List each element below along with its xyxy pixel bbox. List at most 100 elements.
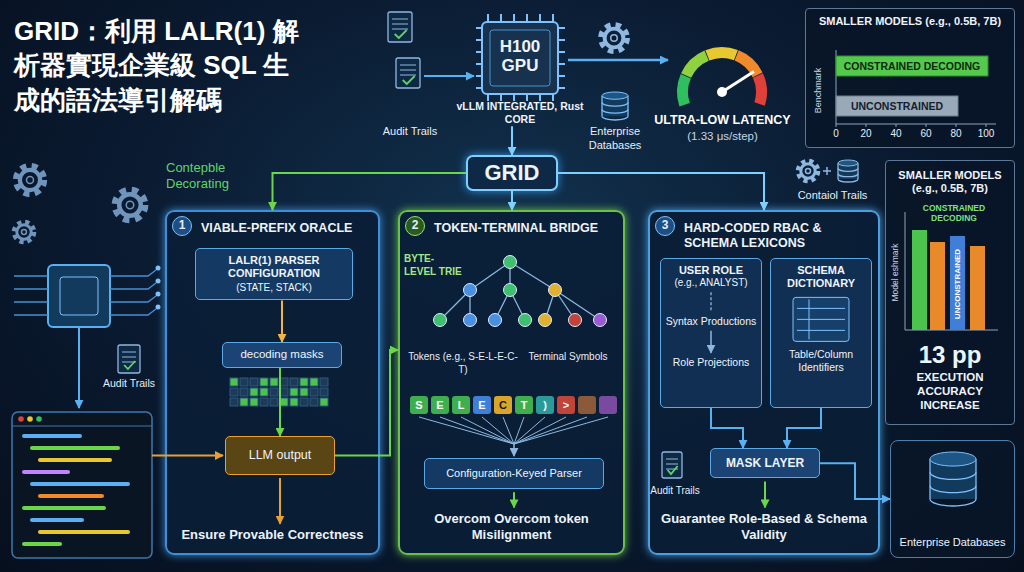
terminal-chip: >	[557, 396, 575, 414]
trie-node	[594, 314, 607, 327]
chip-pin	[476, 39, 482, 41]
chip-pin	[539, 94, 541, 101]
terminal-chip	[599, 396, 617, 414]
chip-pin	[487, 94, 489, 101]
code-line	[30, 482, 130, 486]
node-text: EXECUTION ACCURACY INCREASE	[890, 371, 1010, 412]
database-band	[838, 168, 858, 171]
chip-pin	[500, 14, 502, 22]
bar-label: UNCONSTRAINED	[953, 244, 963, 324]
code-line	[38, 494, 104, 498]
bar-label: UNCONSTRAINED	[838, 98, 956, 114]
circuit-dot	[156, 305, 161, 310]
chip-pin	[487, 14, 489, 22]
flow-arrow	[279, 478, 281, 524]
gear-hub	[22, 230, 27, 235]
icon-caption: Audit Trails	[370, 124, 450, 138]
icon-caption: Audit Trails	[98, 377, 160, 390]
circuit-trace	[110, 296, 156, 302]
chart-axis	[905, 212, 998, 330]
node-text: SMALLER MODELS (e.g., 0.5B, 7B)	[886, 161, 1014, 195]
check-mark	[668, 466, 678, 474]
gear-ring	[119, 194, 141, 216]
trie-node	[549, 284, 562, 297]
chip-pin	[558, 27, 565, 29]
bracket-line	[503, 417, 514, 444]
trie-node	[569, 314, 582, 327]
code-line	[30, 446, 120, 450]
llm-output-box: LLM output	[225, 436, 335, 475]
flow-arrow	[78, 327, 80, 408]
bracket-line	[461, 417, 514, 444]
code-line	[22, 470, 70, 474]
mask-cell	[300, 398, 308, 406]
node-text: Ensure Provable Correctness	[173, 527, 372, 543]
tick-label: 80	[944, 127, 968, 140]
gauge-segment	[705, 47, 738, 60]
token-chip: L	[452, 396, 470, 414]
trie-branch	[470, 262, 510, 290]
callout-number: 2	[405, 216, 425, 236]
document-line	[392, 19, 408, 20]
circuit-trace	[14, 301, 48, 302]
axis-tick	[896, 124, 897, 127]
mask-cell	[310, 378, 318, 386]
axis-tick	[956, 124, 957, 127]
gauge-segment	[677, 74, 691, 107]
document-line	[392, 29, 408, 30]
node-text: LALR(1) PARSER CONFIGURATION	[200, 254, 348, 280]
bracket-line	[440, 417, 514, 444]
gear-ring	[17, 225, 31, 239]
mask-cell	[260, 378, 268, 386]
bar-label: CONSTRAINED DECODING	[914, 203, 994, 223]
grid-box: GRID	[466, 155, 558, 191]
gauge-hub	[717, 87, 727, 97]
gear-hub	[126, 201, 134, 209]
gear-teeth	[16, 166, 44, 194]
bracket-line	[514, 417, 608, 444]
mask-cell	[260, 388, 268, 396]
database-side	[975, 459, 976, 499]
token-chip: S	[410, 396, 428, 414]
mask-cell	[270, 378, 278, 386]
mask-cell	[310, 388, 318, 396]
database-band	[602, 103, 628, 107]
token-chip: T	[515, 396, 533, 414]
document-line	[122, 357, 136, 358]
mask-cell	[320, 388, 328, 396]
database-band	[602, 116, 628, 120]
axis-tick	[836, 124, 837, 127]
chip-pin	[558, 75, 565, 77]
database-band	[930, 472, 976, 479]
circuit-trace	[14, 314, 48, 315]
trie-node	[464, 314, 477, 327]
mask-cell	[290, 388, 298, 396]
chip-core	[490, 30, 550, 86]
check-mark	[395, 30, 407, 38]
bar	[836, 96, 958, 116]
circuit-trace	[110, 309, 156, 315]
chip-pin	[476, 51, 482, 53]
node-text: Role Projections	[665, 356, 757, 369]
window-dot	[18, 416, 24, 422]
trie-node	[539, 314, 552, 327]
chip-pin	[526, 14, 528, 22]
gear-teeth	[798, 161, 818, 181]
node-text: (STATE, STACK)	[200, 282, 348, 294]
mask-cell	[300, 388, 308, 396]
trie-node	[434, 314, 447, 327]
gauge-segment	[735, 50, 763, 77]
check-mark	[403, 76, 415, 84]
table-icon	[793, 297, 849, 341]
circuit-trace	[110, 270, 156, 276]
gear-teeth	[601, 25, 627, 51]
trie-node	[504, 256, 517, 269]
trie-branch	[510, 262, 555, 290]
title: GRID：利用 LALR(1) 解析器實現企業級 SQL 生成的語法導引解碼	[14, 14, 299, 117]
parser-box: Configuration-Keyed Parser	[424, 458, 604, 489]
gear-ring	[801, 164, 815, 178]
trie-node	[504, 284, 517, 297]
bar	[912, 230, 927, 330]
icon-caption: Enterprise Databases	[576, 124, 654, 152]
